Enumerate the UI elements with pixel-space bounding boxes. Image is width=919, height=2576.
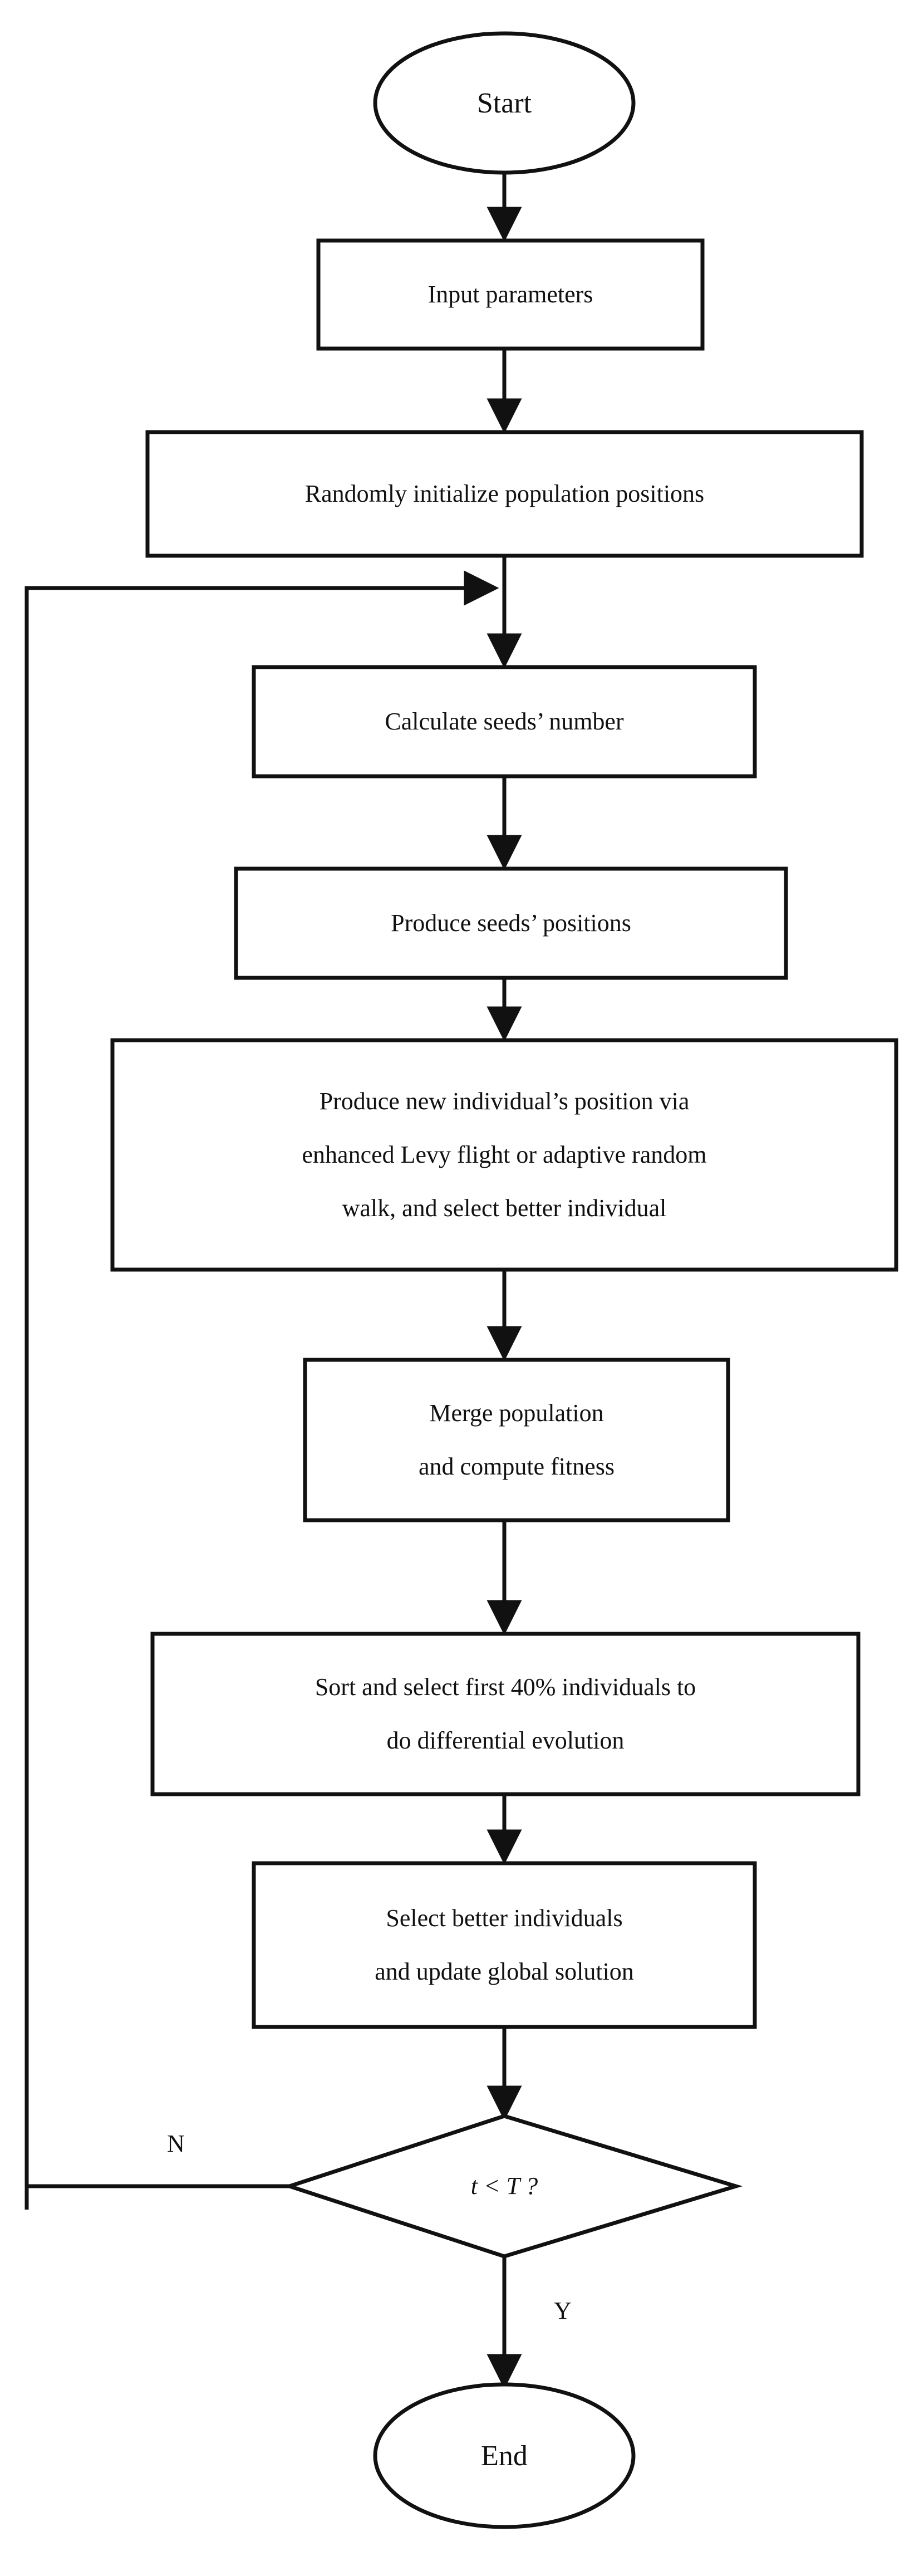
edge-label-no-text: N — [167, 2130, 185, 2157]
input-parameters-shape — [316, 238, 705, 351]
decision-iteration-shape — [283, 2114, 743, 2259]
loop-back-rail — [24, 570, 499, 2210]
select-update-global-shape — [252, 1861, 757, 2029]
edge-label-no: N — [167, 2132, 185, 2156]
edge-label-yes-text: Y — [554, 2297, 572, 2324]
merge-population-shape — [303, 1358, 730, 1522]
start-node-shape — [373, 31, 636, 175]
edge-label-yes: Y — [554, 2299, 572, 2323]
produce-seeds-positions-shape — [234, 866, 788, 980]
sort-select-de-shape — [150, 1632, 861, 1796]
produce-new-position-shape — [110, 1038, 898, 1272]
end-node-shape — [373, 2382, 636, 2529]
calculate-seeds-number-shape — [252, 665, 757, 778]
initialize-population-shape — [145, 430, 864, 558]
